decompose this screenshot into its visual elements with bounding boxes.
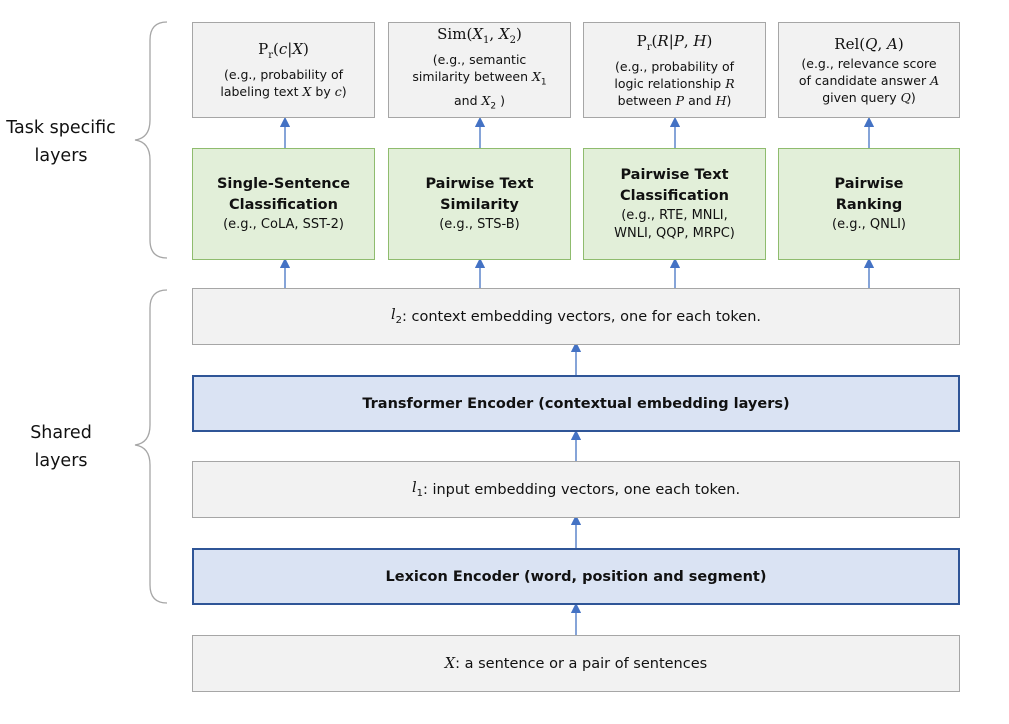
l1-input-embedding-layer: l1: input embedding vectors, one each to…: [192, 461, 960, 518]
shared-layers-label: Shared layers: [30, 423, 92, 471]
task-single-sentence-classification: Single-Sentence Classification (e.g., Co…: [192, 148, 375, 260]
task-brace: [134, 21, 168, 259]
l2-context-embedding-layer: l2: context embedding vectors, one for e…: [192, 288, 960, 345]
task-pairwise-ranking: Pairwise Ranking (e.g., QNLI): [778, 148, 960, 260]
output-relevance-score: Rel(Q, A) (e.g., relevance score of cand…: [778, 22, 960, 118]
task-pairwise-text-similarity: Pairwise Text Similarity (e.g., STS-B): [388, 148, 571, 260]
output-similarity: Sim(X1, X2) (e.g., semantic similarity b…: [388, 22, 571, 118]
transformer-encoder-layer: Transformer Encoder (contextual embeddin…: [192, 375, 960, 432]
input-sentence-layer: X: a sentence or a pair of sentences: [192, 635, 960, 692]
shared-brace: [134, 289, 168, 604]
lexicon-encoder-layer: Lexicon Encoder (word, position and segm…: [192, 548, 960, 605]
task-pairwise-text-classification: Pairwise Text Classification (e.g., RTE,…: [583, 148, 766, 260]
output-classification-prob: Pr(c|X) (e.g., probability of labeling t…: [192, 22, 375, 118]
task-specific-label: Task specific layers: [6, 118, 116, 166]
output-relationship-prob: Pr(R|P, H) (e.g., probability of logic r…: [583, 22, 766, 118]
